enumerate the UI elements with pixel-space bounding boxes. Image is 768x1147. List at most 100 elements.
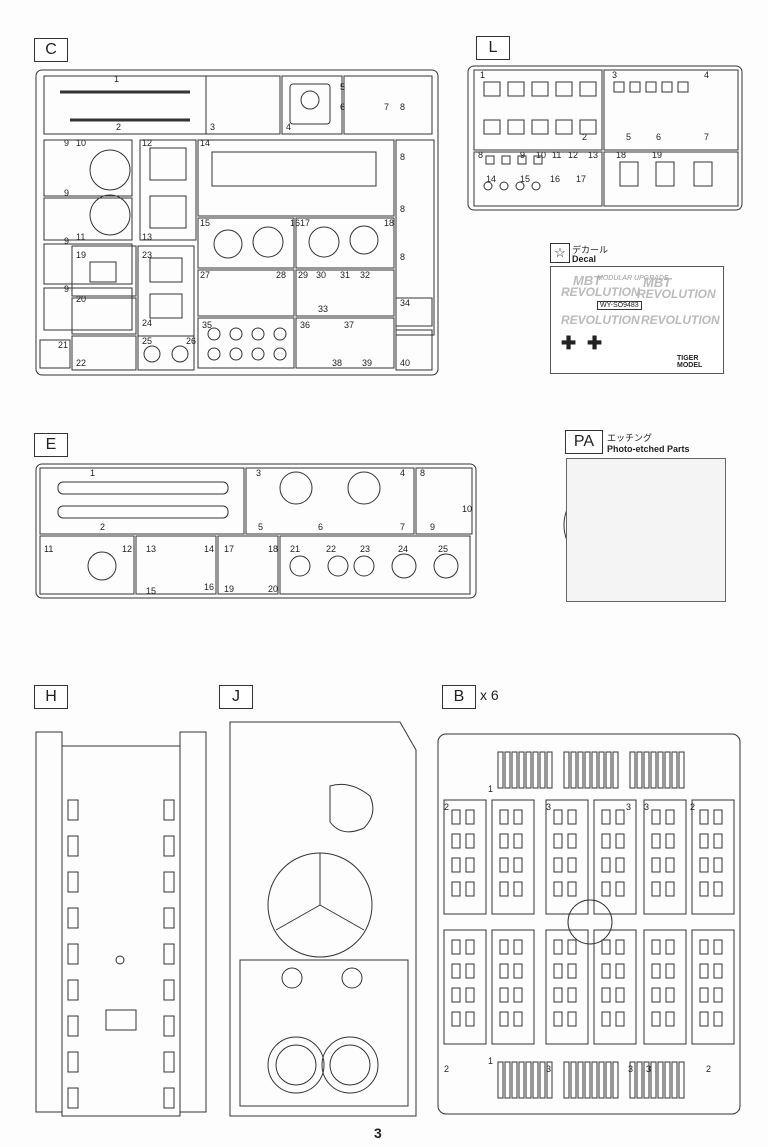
b-link-strip-bottom <box>532 1061 539 1099</box>
b-link-strip-top <box>650 751 657 789</box>
c-label-2: 2 <box>116 122 121 132</box>
b-link <box>513 1011 523 1027</box>
h-suspension-right <box>163 835 175 857</box>
b-link-strip-top <box>629 751 636 789</box>
h-suspension-left <box>67 799 79 821</box>
b-label-10: 3 <box>646 1064 651 1074</box>
b-link <box>713 833 723 849</box>
l-part-2 <box>531 119 549 135</box>
l-part-1 <box>555 81 573 97</box>
decal-mbt-1: MBT <box>573 273 602 288</box>
h-suspension-right <box>163 1087 175 1109</box>
decal-cross-2: ✚ <box>587 333 603 353</box>
b-link <box>553 963 563 979</box>
b-link-strip-top <box>584 751 591 789</box>
l-cell-8-16 <box>473 151 603 207</box>
pa-jp-label: エッチング <box>607 433 653 443</box>
e-label-12: 12 <box>122 544 132 554</box>
h-suspension-left <box>67 1015 79 1037</box>
b-link-strip-top <box>525 751 532 789</box>
b-link <box>513 809 523 825</box>
b-link <box>665 857 675 873</box>
e-label-3: 3 <box>256 468 261 478</box>
l-part-3 <box>645 81 657 93</box>
b-link-strip-top <box>657 751 664 789</box>
c-part-4-hole <box>300 90 320 110</box>
c-cell-21 <box>39 339 71 369</box>
c-part-35-wheel <box>229 327 243 341</box>
c-label-17: 11 <box>76 232 85 242</box>
b-link-group-top <box>443 799 487 915</box>
b-link <box>601 833 611 849</box>
c-label-3: 3 <box>210 122 215 132</box>
b-link <box>665 939 675 955</box>
l-label-14: 14 <box>486 174 496 184</box>
l-label-16: 16 <box>550 174 560 184</box>
l-part-8 <box>501 155 511 165</box>
c-part-24 <box>149 293 183 319</box>
sprue-label-pa: PA <box>565 430 603 454</box>
b-link <box>553 809 563 825</box>
e-label-16: 16 <box>204 582 214 592</box>
h-suspension-right <box>163 907 175 929</box>
e-label-10: 10 <box>462 504 472 514</box>
c-part-35-wheel <box>273 347 287 361</box>
e-part-23 <box>353 555 375 577</box>
c-label-37: 31 <box>340 270 350 280</box>
c-part-17 <box>308 226 340 258</box>
c-cell-14 <box>197 139 395 217</box>
c-part-35-wheel <box>251 347 265 361</box>
b-link-strip-bottom <box>539 1061 546 1099</box>
c-part-25 <box>143 345 161 363</box>
sprue-e-frame <box>35 463 477 599</box>
b-link-strip-top <box>577 751 584 789</box>
b-link <box>615 963 625 979</box>
sprue-b-frame <box>437 733 741 1115</box>
b-link-strip-top <box>563 751 570 789</box>
b-link <box>665 987 675 1003</box>
b-label-11: 2 <box>706 1064 711 1074</box>
b-link <box>713 881 723 897</box>
b-link <box>713 857 723 873</box>
e-cell-11-12 <box>39 535 135 595</box>
pa-en-label: Photo-etched Parts <box>607 444 690 454</box>
l-part-2 <box>555 119 573 135</box>
b-link-strip-bottom <box>525 1061 532 1099</box>
c-part-35-wheel <box>251 327 265 341</box>
b-link <box>713 963 723 979</box>
c-label-13: 9 <box>64 188 69 198</box>
c-cell-22 <box>71 335 137 371</box>
b-link-strip-bottom <box>584 1061 591 1099</box>
l-part-2 <box>507 119 525 135</box>
b-link <box>553 939 563 955</box>
b-link-strip-bottom <box>650 1061 657 1099</box>
b-link-strip-top <box>612 751 619 789</box>
c-cell-9b <box>43 197 133 241</box>
h-drain <box>115 955 125 965</box>
b-link <box>553 881 563 897</box>
b-label-9: 3 <box>628 1064 633 1074</box>
b-link-strip-bottom <box>671 1061 678 1099</box>
l-part-3 <box>661 81 673 93</box>
b-link-strip-top <box>497 751 504 789</box>
b-link-strip-top <box>591 751 598 789</box>
j-engine-deck <box>239 959 409 1107</box>
l-label-5: 5 <box>626 132 631 142</box>
b-label-6: 2 <box>690 802 695 812</box>
b-link <box>601 809 611 825</box>
b-link <box>553 857 563 873</box>
b-link-strip-top <box>570 751 577 789</box>
b-link <box>567 987 577 1003</box>
b-link <box>651 987 661 1003</box>
b-link-strip-top <box>532 751 539 789</box>
b-link <box>451 857 461 873</box>
e-part-22 <box>327 555 349 577</box>
e-label-20: 20 <box>268 584 278 594</box>
sprue-label-e: E <box>34 433 68 457</box>
c-cell-19 <box>71 245 137 297</box>
b-link <box>665 963 675 979</box>
b-link-strip-bottom <box>629 1061 636 1099</box>
c-part-19 <box>89 261 117 283</box>
b-link <box>615 939 625 955</box>
